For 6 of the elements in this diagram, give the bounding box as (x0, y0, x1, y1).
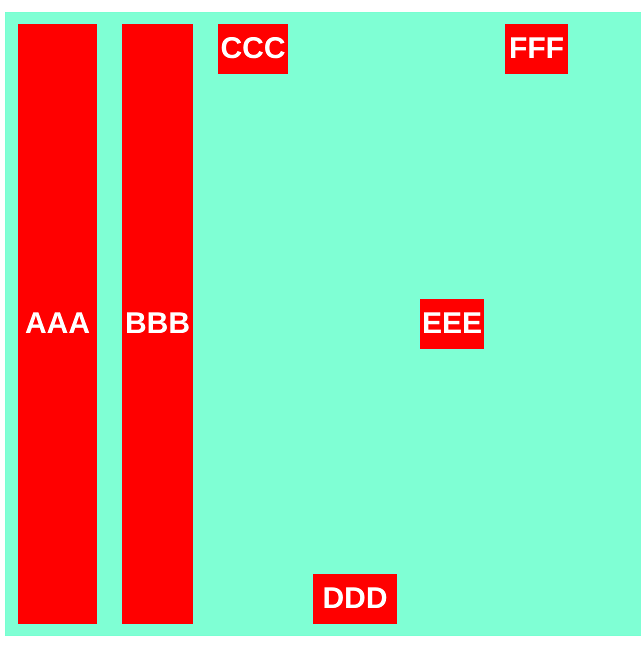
label-box: FFF (505, 24, 568, 74)
label-box: EEE (420, 299, 484, 349)
label-box: CCC (218, 24, 288, 74)
label-box: BBB (122, 24, 193, 624)
label-box: AAA (18, 24, 97, 624)
label-box: DDD (313, 574, 397, 624)
